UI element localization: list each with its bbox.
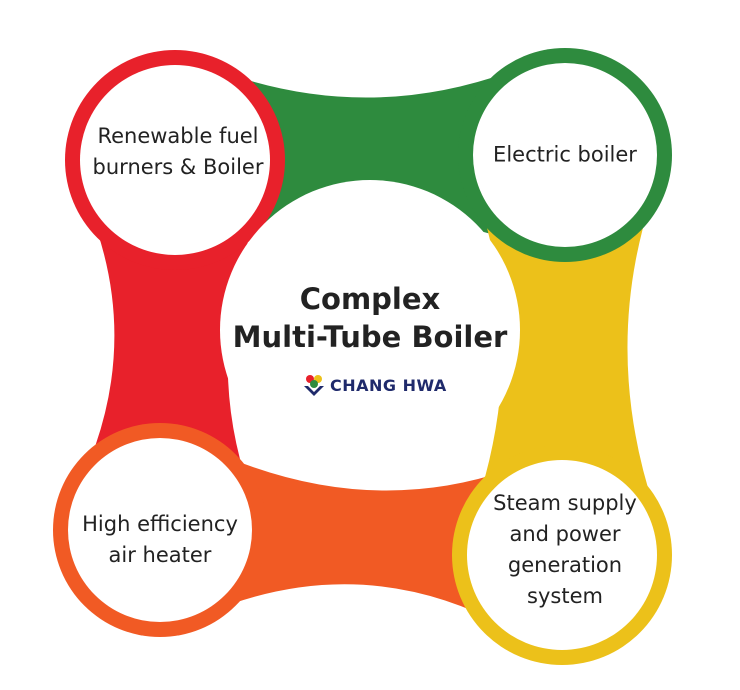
top-left-circle <box>80 65 270 255</box>
top-right-circle <box>473 63 657 247</box>
green-band <box>175 48 565 268</box>
node-top-left-label: Renewable fuel burners & Boiler <box>93 121 264 183</box>
label-line: Electric boiler <box>493 142 637 167</box>
label-line: Renewable fuel <box>97 124 259 148</box>
chang-hwa-logo: CHANG HWA <box>303 373 447 397</box>
label-line: generation <box>507 553 623 577</box>
node-bottom-left-label: High efficiency air heater <box>82 509 238 571</box>
label-line: High efficiency <box>82 512 238 536</box>
label-line: and power <box>509 522 621 546</box>
node-bottom-right-label: Steam supply and power generation system <box>493 488 637 612</box>
logo-text: CHANG HWA <box>330 375 447 395</box>
label-line: burners & Boiler <box>92 155 264 179</box>
yellow-band <box>458 155 672 555</box>
bottom-left-circle <box>68 438 252 622</box>
label-line: Steam supply <box>493 491 637 515</box>
node-top-right-label: Electric boiler <box>493 140 637 171</box>
bottom-right-circle <box>467 460 657 650</box>
label-line: system <box>527 584 603 608</box>
center-title: Complex Multi-Tube Boiler <box>233 280 508 356</box>
label-line: air heater <box>108 543 212 567</box>
logo-icon <box>304 375 324 396</box>
center-circle <box>220 180 520 480</box>
title-line: Multi-Tube Boiler <box>232 320 508 354</box>
title-line: Complex <box>299 282 441 316</box>
